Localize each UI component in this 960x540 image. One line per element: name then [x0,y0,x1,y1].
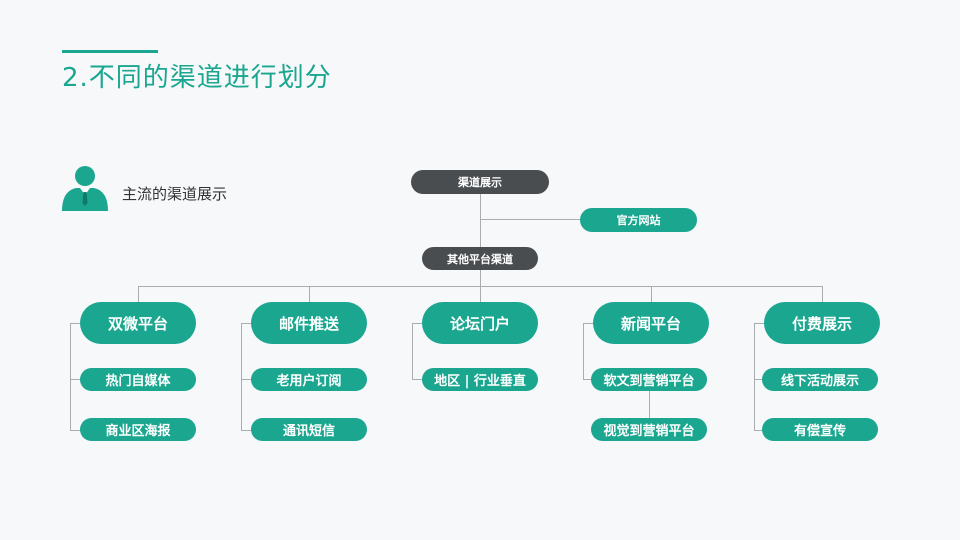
connector [241,323,253,324]
child-node: 热门自媒体 [80,368,196,391]
child-node: 地区 | 行业垂直 [422,368,538,391]
connector [754,323,766,324]
connector [241,323,242,430]
connector [412,323,413,379]
child-node: 商业区海报 [80,418,196,441]
connector [583,379,595,380]
category-node: 论坛门户 [422,302,538,344]
person-businessman-icon [62,166,108,211]
connector [754,430,766,431]
category-node: 双微平台 [80,302,196,344]
child-node: 软文到营销平台 [591,368,707,391]
connector [649,390,650,418]
connector [70,323,82,324]
child-node: 视觉到营销平台 [591,418,707,441]
child-node: 线下活动展示 [762,368,878,391]
intro-label: 主流的渠道展示 [122,185,228,203]
connector [651,286,652,302]
connector [70,323,71,430]
child-node: 有偿宣传 [762,418,878,441]
connector [583,323,595,324]
connector [754,323,755,430]
child-node: 通讯短信 [251,418,367,441]
title-accent-bar [62,50,158,53]
category-node: 新闻平台 [593,302,709,344]
category-node: 付费展示 [764,302,880,344]
page-title: 2.不同的渠道进行划分 [62,63,332,93]
connector [412,379,424,380]
connector [412,323,424,324]
connector [822,286,823,302]
connector [754,379,766,380]
connector [583,323,584,379]
child-node: 老用户订阅 [251,368,367,391]
connector [480,193,481,248]
other-platforms-node: 其他平台渠道 [422,247,538,270]
category-node: 邮件推送 [251,302,367,344]
root-node: 渠道展示 [411,170,549,194]
official-website-node: 官方网站 [580,208,697,232]
connector [70,379,82,380]
connector [309,286,310,302]
connector [480,219,580,220]
connector [138,286,139,302]
connector [241,430,253,431]
connector [480,270,481,286]
connector [480,286,481,302]
connector [241,379,253,380]
connector [70,430,82,431]
